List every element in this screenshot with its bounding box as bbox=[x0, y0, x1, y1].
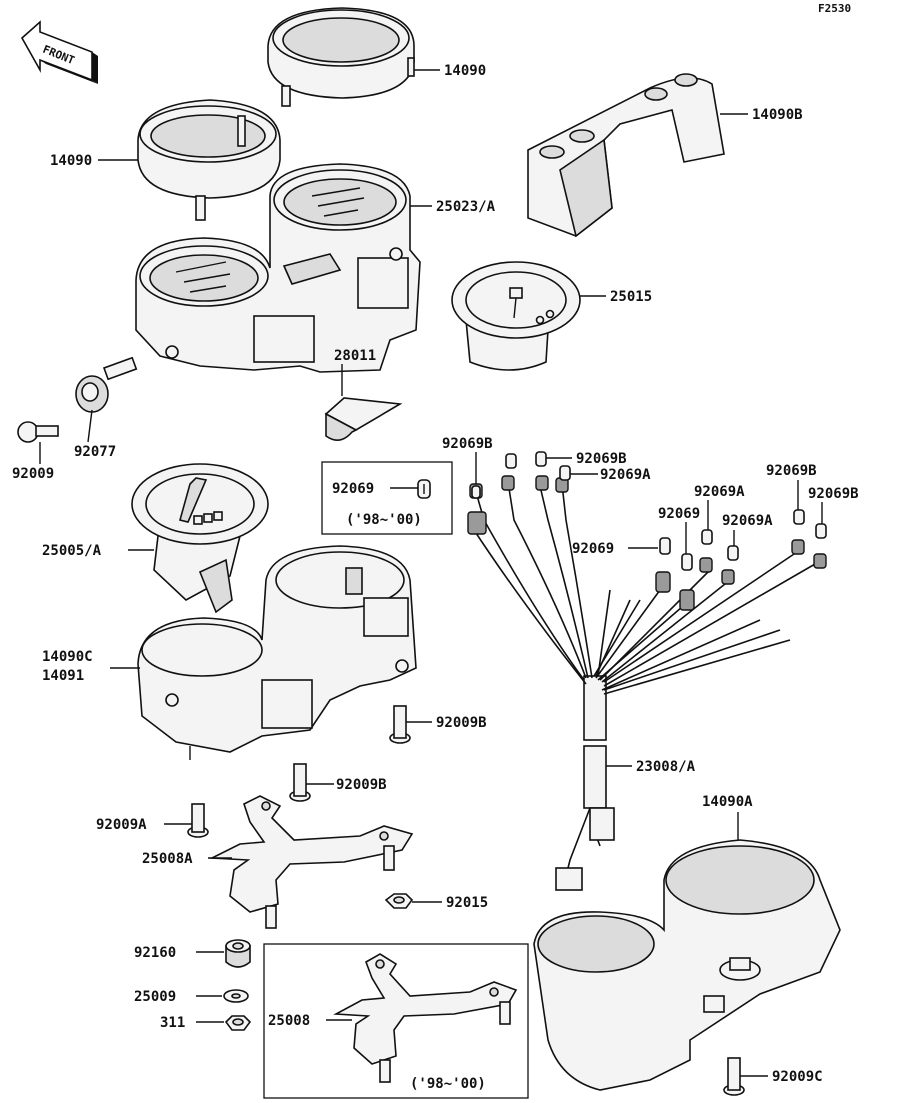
grommet bbox=[225, 939, 251, 968]
sheet-code: F2530 bbox=[818, 2, 851, 15]
label-socket-b-4: 92069B bbox=[808, 486, 859, 502]
tachometer-dial bbox=[451, 261, 581, 371]
label-screw-b-right: 92009B bbox=[436, 715, 487, 731]
inset-box-bulb bbox=[321, 461, 453, 535]
label-harness: 23008/A bbox=[636, 759, 696, 775]
screw-b-right bbox=[389, 705, 411, 744]
screw-b-mid bbox=[289, 763, 311, 802]
meter-ring-left bbox=[137, 99, 281, 221]
label-washer: 25009 bbox=[134, 989, 176, 1005]
label-small-screw: 92009 bbox=[12, 466, 54, 482]
label-bracket-a: 25008A bbox=[142, 851, 193, 867]
inset-box-bracket bbox=[263, 943, 529, 1099]
label-tachometer: 25015 bbox=[610, 289, 652, 305]
label-socket-b-3: 92069B bbox=[766, 463, 817, 479]
nut-92015 bbox=[384, 893, 414, 909]
label-ring-upper: 14090 bbox=[444, 63, 486, 79]
bracket-a bbox=[208, 795, 414, 929]
wiring-harness bbox=[467, 451, 827, 891]
inset-bulb bbox=[417, 479, 431, 499]
front-arrow-icon: FRONT bbox=[20, 20, 98, 84]
lower-cover bbox=[533, 839, 841, 1091]
label-grommet: 92160 bbox=[134, 945, 176, 961]
label-socket-a-3: 92069A bbox=[722, 513, 773, 529]
meter-case bbox=[137, 545, 417, 760]
label-knob: 92077 bbox=[74, 444, 116, 460]
nut-311 bbox=[224, 1015, 252, 1031]
label-socket-a-1: 92069A bbox=[600, 467, 651, 483]
year-range-bulb: ('98~'00) bbox=[346, 512, 422, 528]
label-meter-assembly: 25023/A bbox=[436, 199, 496, 215]
label-lower-cover: 14090A bbox=[702, 794, 753, 810]
screw-a bbox=[187, 803, 209, 838]
trip-knob bbox=[75, 356, 138, 413]
upper-cover bbox=[527, 73, 725, 238]
meter-ring-upper bbox=[267, 7, 415, 107]
label-screw-a: 92009A bbox=[96, 817, 147, 833]
label-socket-left: 92069 bbox=[572, 541, 614, 557]
label-socket-b-2: 92069B bbox=[576, 451, 627, 467]
sensor-unit bbox=[324, 364, 403, 441]
label-upper-cover: 14090B bbox=[752, 107, 803, 123]
label-sensor: 28011 bbox=[334, 348, 376, 364]
label-socket-mid: 92069 bbox=[658, 506, 700, 522]
bracket-inset bbox=[333, 953, 518, 1083]
label-ring-left: 14090 bbox=[50, 153, 92, 169]
label-socket-a-2: 92069A bbox=[694, 484, 745, 500]
label-bracket-inset: 25008 bbox=[268, 1013, 310, 1029]
label-inset-bulb: 92069 bbox=[332, 481, 374, 497]
label-speedometer: 25005/A bbox=[42, 543, 102, 559]
speedometer-dial bbox=[131, 463, 269, 614]
label-case-d: 14091 bbox=[42, 668, 84, 684]
label-case-c: 14090C bbox=[42, 649, 93, 665]
label-nut-311: 311 bbox=[160, 1015, 185, 1031]
year-range-bracket: ('98~'00) bbox=[410, 1076, 486, 1092]
screw-c bbox=[723, 1057, 745, 1096]
label-nut-15: 92015 bbox=[446, 895, 488, 911]
small-screw bbox=[17, 421, 59, 443]
meter-assembly bbox=[135, 163, 421, 373]
label-screw-c: 92009C bbox=[772, 1069, 823, 1085]
washer bbox=[223, 989, 249, 1003]
label-screw-b-mid: 92009B bbox=[336, 777, 387, 793]
label-socket-b-1: 92069B bbox=[442, 436, 493, 452]
